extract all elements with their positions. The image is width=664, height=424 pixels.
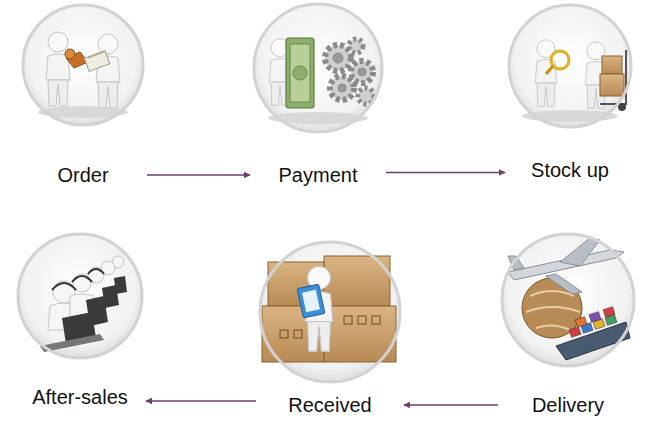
step-label: Delivery — [532, 393, 604, 417]
flow-arrow — [146, 400, 256, 401]
payment-illustration — [268, 38, 374, 124]
step-label: After-sales — [32, 385, 128, 409]
process-circle: Payment — [252, 2, 384, 189]
circle-grounds — [17, 3, 635, 383]
process-circle: After-sales — [16, 232, 144, 411]
stock-illustration — [522, 40, 626, 122]
delivery-illustration — [508, 238, 630, 360]
flow-arrow — [404, 404, 498, 405]
circle-outline — [258, 240, 402, 384]
circle-outline — [507, 3, 633, 129]
flow-arrow — [386, 172, 505, 173]
step-label: Payment — [279, 163, 358, 187]
received-illustration — [262, 256, 396, 362]
step-label: Received — [288, 393, 371, 417]
after-sales-illustration — [40, 256, 127, 352]
process-circle: Order — [21, 3, 145, 189]
circle-outline — [252, 2, 384, 134]
step-label: Stock up — [531, 158, 609, 182]
circle-outline — [500, 232, 636, 368]
process-circle: Received — [258, 240, 402, 419]
process-circle: Delivery — [500, 232, 636, 419]
process-circle: Stock up — [507, 3, 633, 184]
flow-arrow — [147, 174, 250, 175]
step-label: Order — [57, 163, 108, 187]
circle-outline — [16, 232, 144, 360]
circle-outline — [21, 3, 145, 127]
order-illustration — [38, 32, 128, 118]
